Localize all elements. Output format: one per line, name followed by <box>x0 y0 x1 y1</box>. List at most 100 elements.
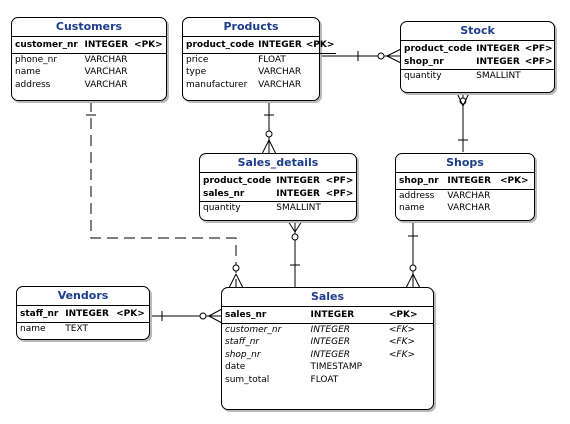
attribute-key <box>523 70 555 83</box>
attribute-type: INTEGER <box>310 337 351 347</box>
attribute-row: product_code INTEGER <PF> <box>200 173 356 188</box>
attribute-name: type <box>186 67 207 77</box>
attribute-key: <PF> <box>522 55 555 70</box>
attribute-key <box>114 322 149 335</box>
attribute-row: type VARCHAR <box>183 66 336 79</box>
attribute-row: price FLOAT <box>183 53 336 66</box>
attribute-name: customer_nr <box>12 37 83 54</box>
attribute-key: <PK> <box>132 37 166 54</box>
attribute-type: INTEGER <box>445 173 498 190</box>
attribute-key <box>498 189 534 202</box>
attribute-type: SMALLINT <box>276 203 321 213</box>
attribute-key <box>498 202 534 215</box>
attribute-name: product_code <box>203 176 272 186</box>
attribute-key: <PK> <box>303 37 337 54</box>
attribute-key: <PF> <box>325 176 354 186</box>
attribute-type: INTEGER <box>310 324 351 335</box>
rel-products-salesdetails <box>261 101 277 155</box>
attribute-row: date TIMESTAMP <box>222 361 433 374</box>
attribute-key <box>387 361 433 374</box>
attribute-type: INTEGER <box>276 176 320 186</box>
attribute-type: INTEGER <box>256 37 304 54</box>
attribute-key: <FK> <box>388 324 416 335</box>
attribute-type: VARCHAR <box>84 54 128 65</box>
rel-customers-sales <box>86 101 244 289</box>
attribute-name: phone_nr <box>15 54 58 65</box>
attribute-key <box>304 66 337 79</box>
attribute-type: VARCHAR <box>84 67 128 77</box>
attribute-row: product_code INTEGER <PK> <box>183 37 337 54</box>
attribute-row: address VARCHAR <box>12 79 166 92</box>
attribute-name: staff_nr <box>225 337 260 347</box>
attribute-row: quantity SMALLINT <box>200 202 356 215</box>
attribute-key <box>132 79 166 92</box>
attribute-type: INTEGER <box>63 306 115 323</box>
attribute-row: customer_nr INTEGER <PK> <box>12 37 166 54</box>
entity-customers[interactable]: Customers customer_nr INTEGER <PK> phone… <box>11 17 167 101</box>
attribute-name: shop_nr <box>401 55 475 70</box>
attribute-key <box>304 53 337 66</box>
attribute-name: customer_nr <box>225 324 282 335</box>
rel-shops-sales <box>405 221 421 289</box>
entity-sales-details[interactable]: Sales_details product_code INTEGER <PF> … <box>199 153 357 221</box>
entity-title: Shops <box>396 154 534 173</box>
attribute-key: <PF> <box>524 44 553 54</box>
entity-vendors[interactable]: Vendors staff_nr INTEGER <PK> name TEXT <box>16 286 150 340</box>
attribute-row: product_code INTEGER <PF> <box>401 41 555 56</box>
attribute-row: staff_nr INTEGER <PK> <box>17 306 149 323</box>
attribute-row: phone_nr VARCHAR <box>12 53 166 66</box>
attribute-type: INTEGER <box>308 307 387 324</box>
attribute-name: sum_total <box>225 374 270 385</box>
attribute-list: product_code INTEGER <PF> sales_nr INTEG… <box>200 173 356 215</box>
attribute-row: name VARCHAR <box>12 66 166 79</box>
attribute-type: INTEGER <box>474 55 523 70</box>
attribute-name: manufacturer <box>186 79 248 90</box>
attribute-row: address VARCHAR <box>396 189 534 202</box>
attribute-row: quantity SMALLINT <box>401 70 555 83</box>
attribute-name: date <box>225 362 246 372</box>
entity-title: Stock <box>401 22 554 41</box>
rel-products-stock <box>320 48 402 64</box>
rel-vendors-sales <box>150 308 223 324</box>
attribute-name: shop_nr <box>225 349 261 360</box>
entity-shops[interactable]: Shops shop_nr INTEGER <PK> address VARCH… <box>395 153 535 221</box>
attribute-name: sales_nr <box>222 307 309 324</box>
attribute-key: <PK> <box>386 307 433 324</box>
attribute-type: FLOAT <box>310 374 339 385</box>
entity-stock[interactable]: Stock product_code INTEGER <PF> shop_nr … <box>400 21 555 93</box>
attribute-type: VARCHAR <box>84 79 128 90</box>
attribute-type: VARCHAR <box>258 67 302 77</box>
attribute-key <box>324 202 356 215</box>
attribute-type: SMALLINT <box>476 71 521 81</box>
attribute-list: product_code INTEGER <PF> shop_nr INTEGE… <box>401 41 555 83</box>
attribute-name: name <box>15 67 41 77</box>
attribute-row: shop_nr INTEGER <FK> <box>222 349 433 362</box>
attribute-key: <PK> <box>497 173 534 190</box>
attribute-name: name <box>399 203 425 213</box>
entity-sales[interactable]: Sales sales_nr INTEGER <PK> customer_nr … <box>221 287 434 410</box>
attribute-key <box>387 374 433 387</box>
attribute-key <box>304 79 337 92</box>
attribute-row: manufacturer VARCHAR <box>183 79 336 92</box>
attribute-row: sales_nr INTEGER <PF> <box>200 187 356 202</box>
attribute-row: name VARCHAR <box>396 202 534 215</box>
attribute-key: <FK> <box>388 349 416 360</box>
attribute-list: shop_nr INTEGER <PK> address VARCHAR nam… <box>396 173 534 215</box>
entity-products[interactable]: Products product_code INTEGER <PK> price… <box>182 17 337 101</box>
attribute-row: shop_nr INTEGER <PF> <box>401 55 555 70</box>
attribute-row: staff_nr INTEGER <FK> <box>222 336 433 349</box>
attribute-key <box>132 53 166 66</box>
attribute-type: VARCHAR <box>447 190 491 201</box>
attribute-key <box>132 66 166 79</box>
attribute-type: VARCHAR <box>447 203 491 213</box>
entity-title: Sales <box>222 288 433 307</box>
attribute-name: sales_nr <box>200 187 275 202</box>
attribute-row: name TEXT <box>17 322 149 335</box>
attribute-name: quantity <box>404 71 442 81</box>
attribute-list: staff_nr INTEGER <PK> name TEXT <box>17 306 149 335</box>
attribute-key: <PF> <box>323 187 356 202</box>
rel-sales-salesdetails <box>287 220 303 288</box>
attribute-key: <FK> <box>388 337 416 347</box>
attribute-name: address <box>15 79 51 90</box>
